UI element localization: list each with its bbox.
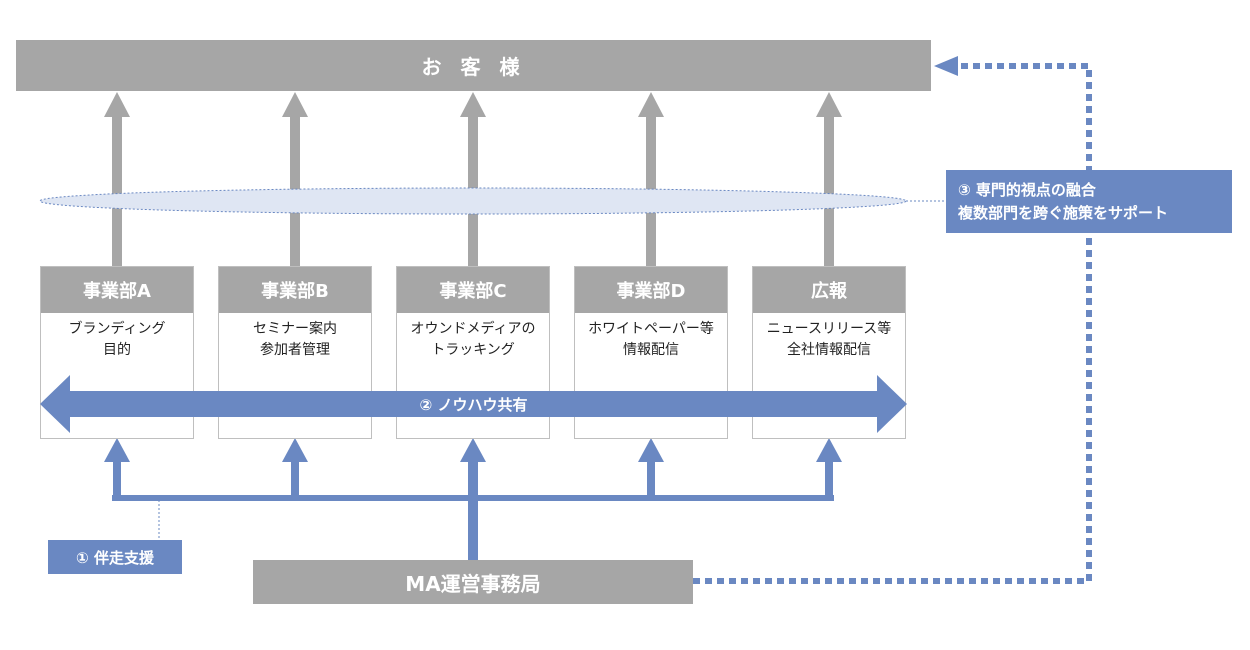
support-tree <box>104 438 842 560</box>
support-label: ① 伴走支援 <box>48 540 182 574</box>
department-title: 事業部C <box>397 267 549 313</box>
ma-office-box: MA運営事務局 <box>253 560 693 604</box>
knowhow-label: ② ノウハウ共有 <box>419 395 528 414</box>
feedback-loop <box>693 56 1092 584</box>
department-desc: セミナー案内 参加者管理 <box>253 321 337 358</box>
fusion-line-1: ③ 専門的視点の融合 <box>958 180 1096 199</box>
department-title: 事業部A <box>41 267 193 313</box>
department-title: 広報 <box>753 267 905 313</box>
department-desc: ニュースリリース等 全社情報配信 <box>766 321 892 358</box>
fusion-label: ③ 専門的視点の融合 複数部門を跨ぐ施策をサポート <box>946 170 1232 233</box>
department-desc: オウンドメディアの トラッキング <box>410 321 536 358</box>
customer-bar: お 客 様 <box>16 40 931 91</box>
department-desc: ホワイトペーパー等 情報配信 <box>588 321 714 358</box>
department-title: 事業部D <box>575 267 727 313</box>
department-title: 事業部B <box>219 267 371 313</box>
department-desc: ブランディング 目的 <box>68 321 166 358</box>
fusion-line-2: 複数部門を跨ぐ施策をサポート <box>958 203 1169 222</box>
